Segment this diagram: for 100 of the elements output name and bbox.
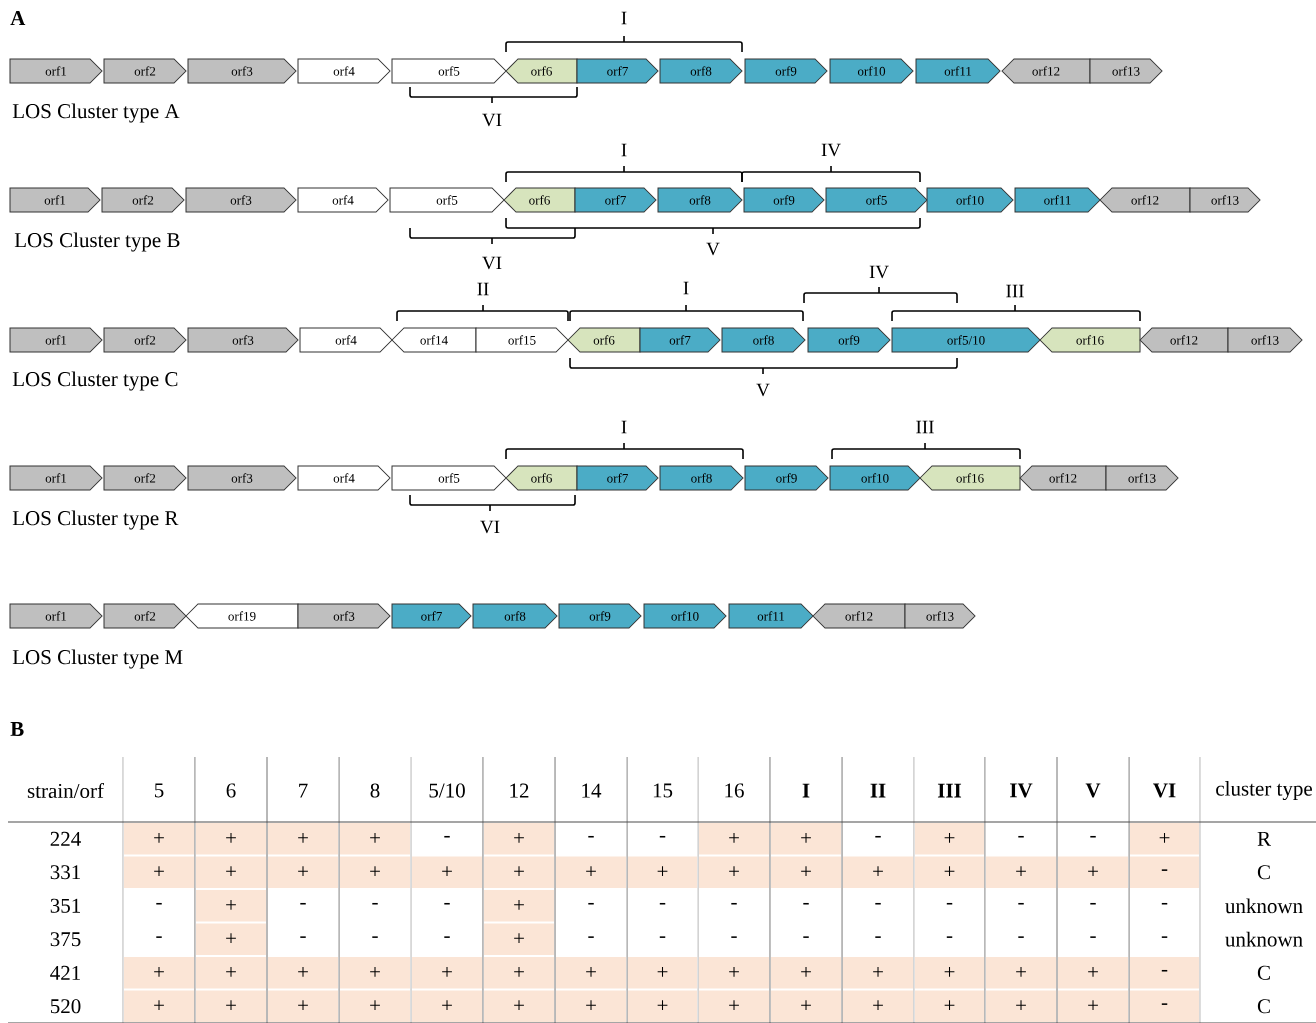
gene-block: orf6 bbox=[503, 187, 576, 213]
table-cell: - bbox=[1130, 856, 1199, 888]
gene-block: orf5 bbox=[391, 465, 507, 491]
gene-block: orf9 bbox=[744, 465, 829, 491]
gene-block: orf1 bbox=[9, 603, 103, 629]
table-cell: + bbox=[556, 856, 626, 888]
table-cell: - bbox=[588, 902, 594, 905]
gene-block: orf14 bbox=[391, 327, 477, 353]
table-cell: - bbox=[300, 936, 306, 938]
column-header: I bbox=[802, 783, 810, 798]
table-cell: + bbox=[699, 823, 769, 855]
column-header: VI bbox=[1153, 783, 1176, 798]
table-cell: + bbox=[268, 957, 338, 989]
table-cell: + bbox=[196, 823, 266, 855]
table-cell: - bbox=[731, 936, 737, 938]
gene-block: orf16 bbox=[919, 465, 1021, 491]
table-cell: - bbox=[444, 835, 450, 838]
row-header: 421 bbox=[50, 965, 80, 980]
table-cell: + bbox=[340, 856, 410, 888]
gene-block: orf6 bbox=[505, 465, 578, 491]
table-cell: + bbox=[699, 957, 769, 989]
gene-block: orf1 bbox=[9, 58, 103, 84]
bracket-label: VI bbox=[480, 520, 500, 534]
table-cell: + bbox=[915, 856, 984, 888]
panel-letter: B bbox=[10, 722, 24, 736]
table-cell: + bbox=[124, 957, 194, 989]
table-cell: - bbox=[946, 936, 953, 938]
table-cell: + bbox=[771, 823, 841, 855]
table-cell: + bbox=[268, 823, 338, 855]
table-cell: + bbox=[484, 957, 554, 989]
gene-block: orf3 bbox=[185, 187, 297, 213]
column-header: 16 bbox=[725, 783, 744, 798]
table-cell: + bbox=[196, 890, 266, 922]
gene-block: orf12 bbox=[812, 603, 906, 629]
table-cell: R bbox=[1257, 831, 1271, 846]
table-cell: + bbox=[196, 990, 266, 1022]
column-header: III bbox=[937, 783, 962, 798]
table-cell: + bbox=[699, 856, 769, 888]
table-cell: - bbox=[1161, 936, 1168, 938]
gene-block: orf2 bbox=[103, 465, 187, 491]
row-header: 331 bbox=[50, 865, 80, 880]
gene-block: orf12 bbox=[1099, 187, 1191, 213]
row-header: 520 bbox=[51, 999, 81, 1014]
gene-block: orf11 bbox=[728, 603, 814, 629]
column-header: II bbox=[870, 783, 886, 798]
cluster-caption: LOS Cluster type M bbox=[12, 649, 183, 669]
table-cell: + bbox=[268, 990, 338, 1022]
table-cell: + bbox=[628, 957, 697, 989]
table-cell: - bbox=[1018, 936, 1024, 938]
gene-block: orf4 bbox=[297, 58, 391, 84]
table-cell: + bbox=[196, 957, 266, 989]
gene-block: orf13 bbox=[1227, 327, 1303, 353]
gene-block: orf7 bbox=[576, 58, 659, 84]
gene-block: orf10 bbox=[926, 187, 1014, 213]
row-header: 351 bbox=[50, 898, 80, 913]
gene-block: orf1 bbox=[9, 187, 101, 213]
table-cell: + bbox=[340, 957, 410, 989]
column-header: V bbox=[1085, 783, 1101, 798]
table-cell: - bbox=[444, 936, 450, 938]
table-cell: + bbox=[1058, 957, 1128, 989]
table-cell: + bbox=[124, 823, 194, 855]
table-cell: C bbox=[1257, 999, 1270, 1014]
table-cell: + bbox=[484, 856, 554, 888]
bracket-label: V bbox=[706, 242, 720, 256]
table-cell: + bbox=[484, 823, 554, 855]
gene-block: orf10 bbox=[643, 603, 727, 629]
table-cell: + bbox=[986, 856, 1056, 888]
table-cell: + bbox=[556, 957, 626, 989]
gene-block: orf7 bbox=[639, 327, 721, 353]
gene-block: orf7 bbox=[576, 465, 659, 491]
table-cell: - bbox=[875, 902, 881, 905]
table-cell: + bbox=[196, 856, 266, 888]
column-header: 5/10 bbox=[429, 783, 465, 798]
table-cell: - bbox=[1018, 835, 1024, 838]
table-cell: - bbox=[731, 902, 737, 905]
gene-block: orf8 bbox=[659, 465, 744, 491]
column-header: 12 bbox=[510, 783, 529, 798]
gene-block: orf6 bbox=[505, 58, 578, 84]
gene-block: orf3 bbox=[297, 603, 391, 629]
gene-block: orf2 bbox=[103, 327, 187, 353]
gene-block: orf12 bbox=[1139, 327, 1229, 353]
table-cell: - bbox=[1130, 957, 1199, 989]
table-cell: + bbox=[196, 923, 266, 955]
cluster-caption: LOS Cluster type R bbox=[12, 510, 179, 530]
gene-block: orf5/10 bbox=[891, 327, 1041, 353]
table-cell: - bbox=[444, 902, 450, 905]
row-header: 375 bbox=[50, 932, 81, 947]
table-cell: + bbox=[340, 823, 410, 855]
bracket-label: II bbox=[477, 282, 489, 296]
gene-block: orf10 bbox=[829, 465, 921, 491]
gene-block: orf15 bbox=[475, 327, 569, 353]
gene-block: orf7 bbox=[574, 187, 657, 213]
bracket-label: I bbox=[621, 11, 627, 25]
table-cell: + bbox=[771, 856, 841, 888]
bracket-label: III bbox=[1006, 284, 1024, 298]
gene-block: orf6 bbox=[567, 327, 641, 353]
table-cell: + bbox=[124, 856, 194, 888]
table-cell: + bbox=[412, 957, 482, 989]
column-header: strain/orf bbox=[27, 783, 104, 798]
table-cell: + bbox=[1058, 990, 1128, 1022]
